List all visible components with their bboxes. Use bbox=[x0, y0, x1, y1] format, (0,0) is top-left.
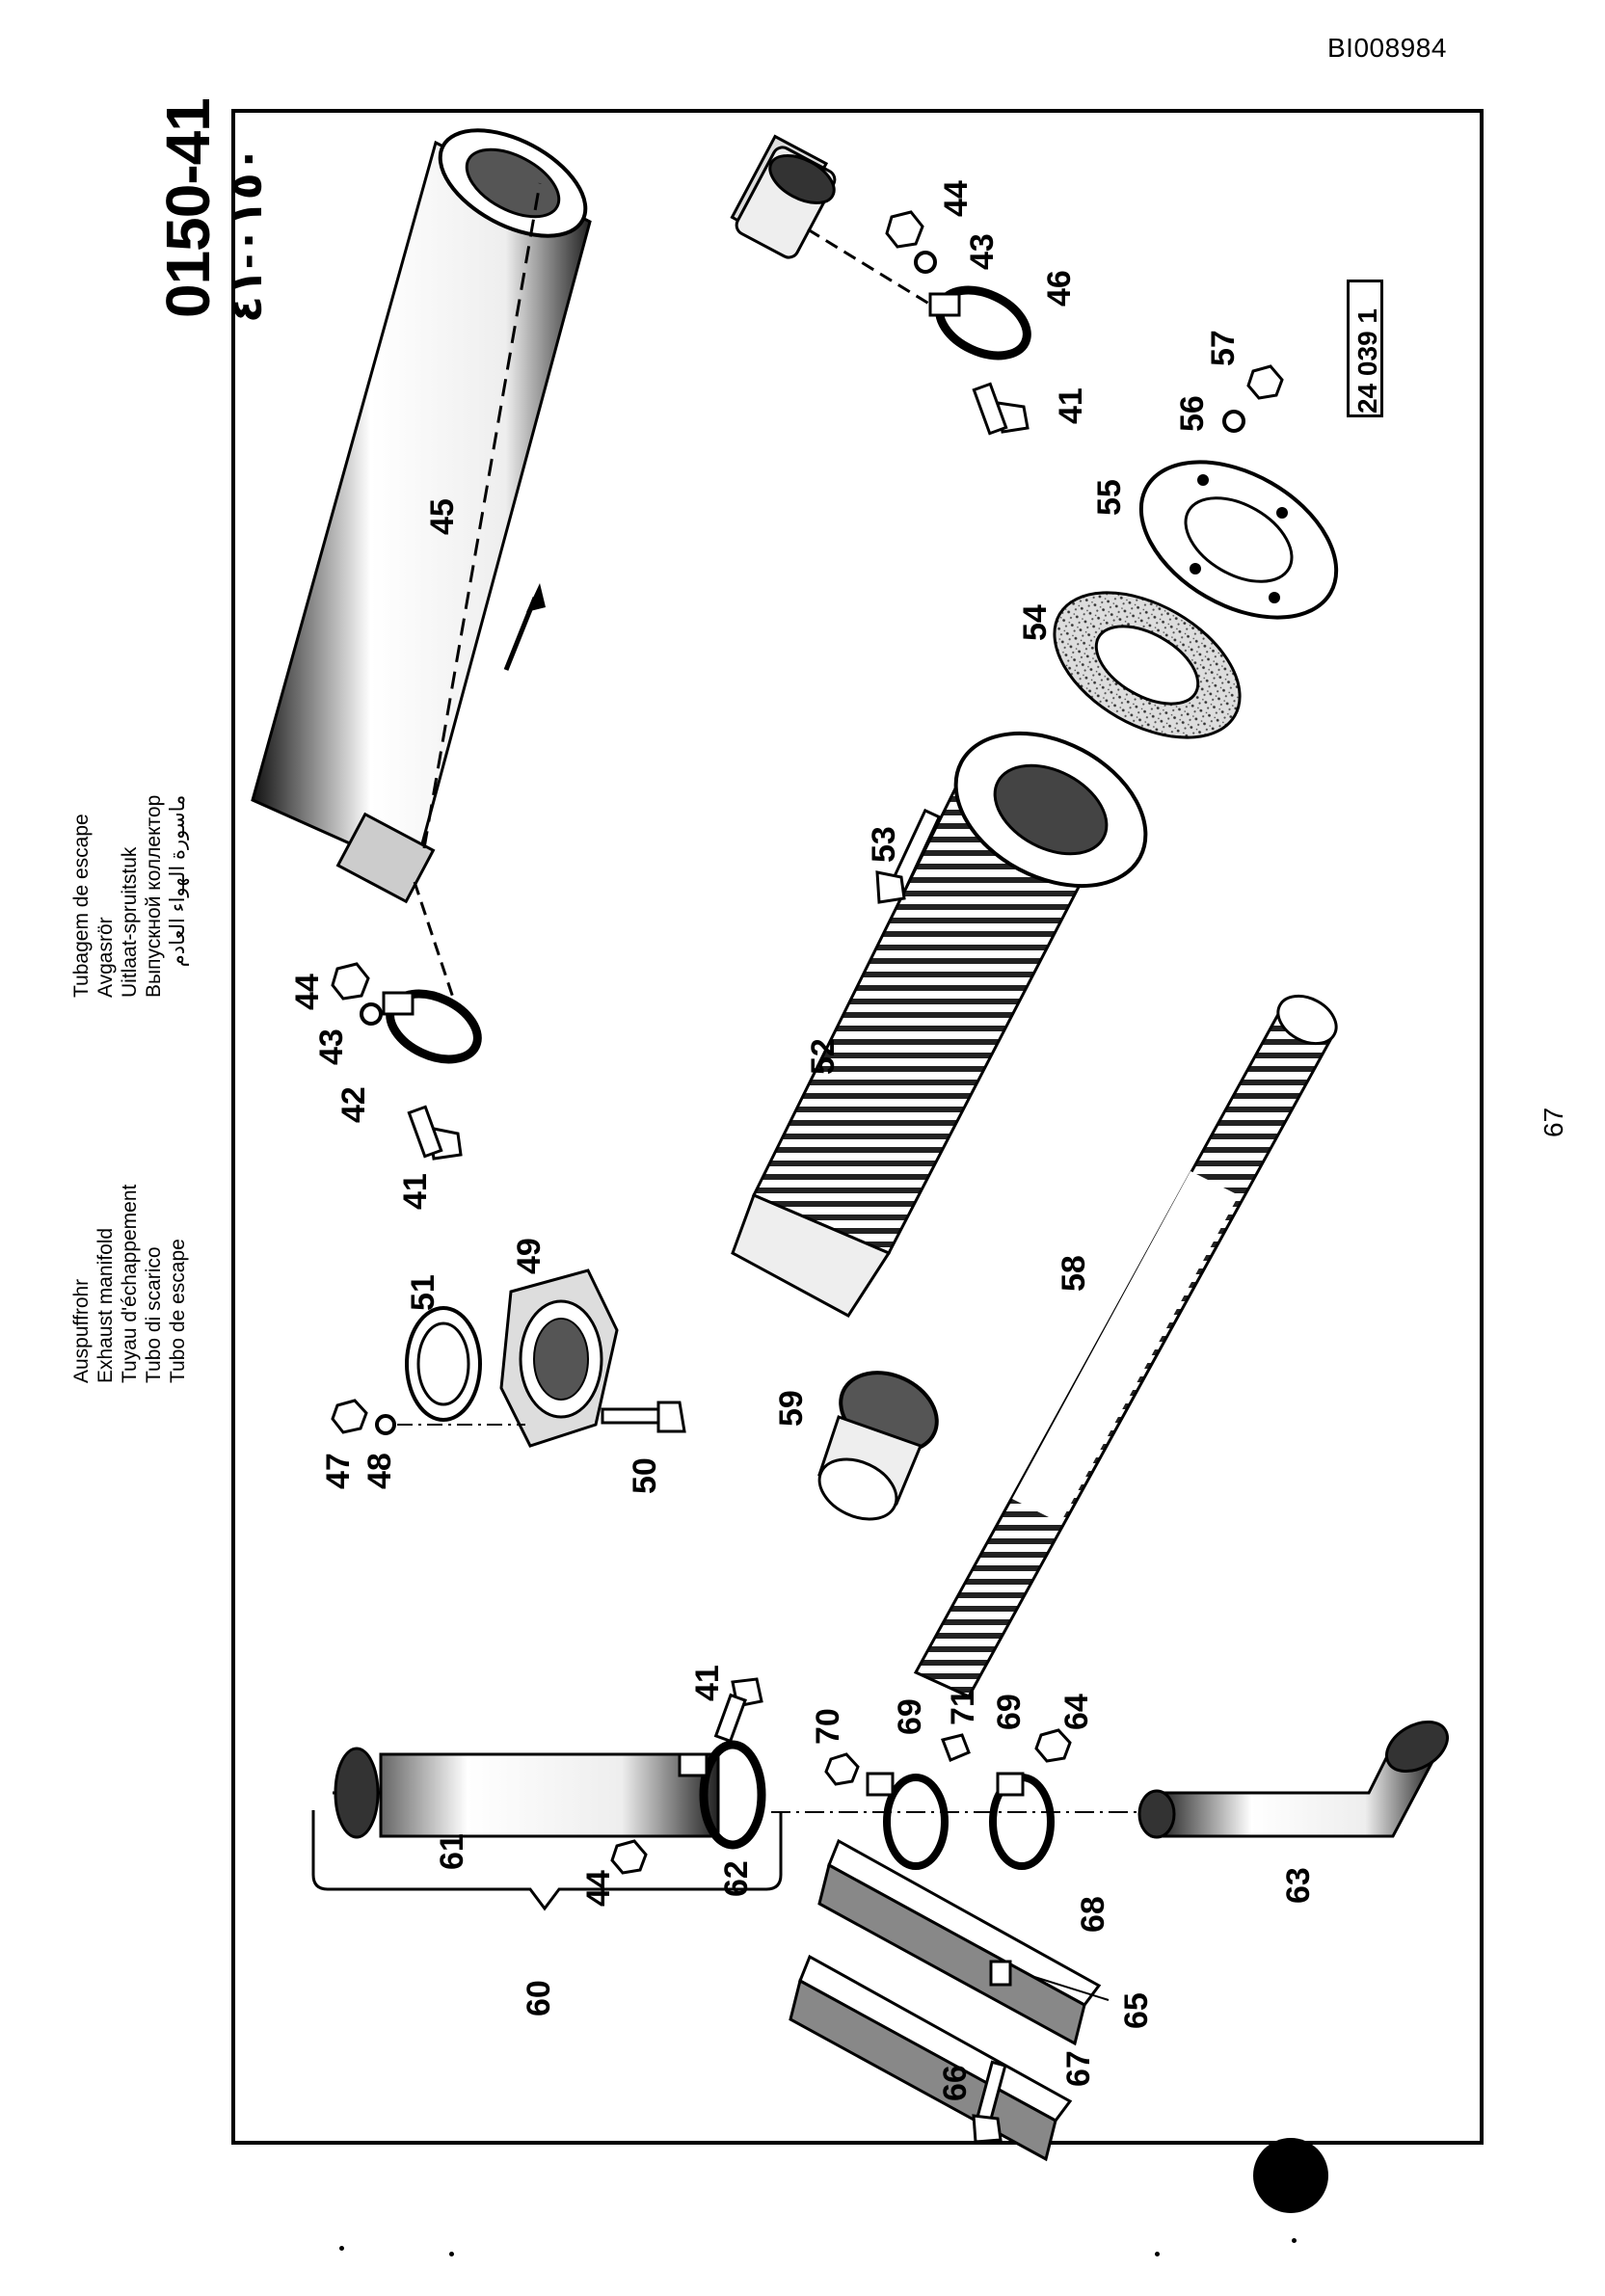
callout-45: 45 bbox=[424, 498, 461, 535]
callout-55: 55 bbox=[1091, 479, 1128, 516]
scan-speck bbox=[339, 2246, 344, 2251]
callout-67: 67 bbox=[1060, 2050, 1097, 2087]
callout-69: 69 bbox=[892, 1698, 928, 1735]
callout-59: 59 bbox=[773, 1390, 810, 1427]
diagram-frame bbox=[231, 109, 1484, 2145]
nut-47 bbox=[331, 1399, 368, 1434]
punch-hole bbox=[1253, 2138, 1328, 2213]
scan-speck bbox=[449, 2252, 454, 2256]
callout-43: 43 bbox=[313, 1028, 350, 1065]
nut-64 bbox=[1034, 1728, 1072, 1763]
washer-43 bbox=[360, 1002, 383, 1026]
callout-69: 69 bbox=[991, 1694, 1028, 1730]
flex-pipe-52 bbox=[731, 731, 1148, 1318]
sleeve-59 bbox=[817, 1371, 939, 1521]
bracket-69 bbox=[989, 1772, 1055, 1870]
leader-line bbox=[1030, 1975, 1110, 2001]
screw-66 bbox=[972, 2060, 1007, 2144]
tailpipe-stub bbox=[735, 146, 837, 259]
nut-44 bbox=[610, 1839, 648, 1875]
callout-54: 54 bbox=[1017, 604, 1054, 641]
callout-65: 65 bbox=[1118, 1992, 1155, 2029]
nut-44 bbox=[885, 210, 924, 249]
callout-41: 41 bbox=[1053, 387, 1089, 424]
callout-58: 58 bbox=[1056, 1255, 1092, 1292]
callout-61: 61 bbox=[434, 1833, 470, 1870]
callout-44: 44 bbox=[938, 180, 975, 217]
callout-68: 68 bbox=[1075, 1896, 1111, 1933]
scan-speck bbox=[1292, 2238, 1297, 2243]
nut-57 bbox=[1246, 364, 1284, 400]
bolt-41 bbox=[972, 382, 1030, 436]
flex-hose-58 bbox=[913, 994, 1338, 1698]
gasket-54 bbox=[1053, 591, 1242, 739]
callout-53: 53 bbox=[866, 826, 902, 863]
flange-plate-55 bbox=[1138, 460, 1339, 620]
callout-41: 41 bbox=[397, 1173, 434, 1210]
tail-pipe-63 bbox=[1137, 1720, 1449, 1839]
callout-43: 43 bbox=[964, 233, 1001, 270]
assembly-bracket-60 bbox=[311, 1810, 783, 1911]
pipe-61 bbox=[333, 1747, 720, 1839]
callout-49: 49 bbox=[511, 1238, 548, 1274]
callout-47: 47 bbox=[320, 1453, 357, 1489]
callout-50: 50 bbox=[627, 1457, 663, 1494]
clamp-42 bbox=[382, 989, 482, 1064]
reference-box: 24 039 1 bbox=[1347, 280, 1383, 417]
nut-70 bbox=[824, 1752, 860, 1786]
callout-41: 41 bbox=[689, 1665, 726, 1701]
callout-56: 56 bbox=[1174, 395, 1211, 432]
callout-51: 51 bbox=[405, 1274, 441, 1311]
heat-shield-68 bbox=[817, 1838, 1102, 2046]
callout-44: 44 bbox=[580, 1870, 617, 1907]
callout-48: 48 bbox=[361, 1453, 398, 1489]
manifold-flange-49 bbox=[499, 1268, 619, 1448]
bolt-41 bbox=[713, 1677, 763, 1744]
nut-44 bbox=[331, 962, 370, 1001]
washer-43 bbox=[914, 251, 937, 274]
callout-44: 44 bbox=[289, 974, 326, 1010]
washer-56 bbox=[1222, 410, 1245, 433]
leader-line bbox=[413, 881, 455, 999]
bolt-53 bbox=[875, 808, 942, 904]
callout-64: 64 bbox=[1058, 1694, 1095, 1730]
callout-60: 60 bbox=[521, 1980, 557, 2016]
clamp-46 bbox=[928, 285, 1031, 360]
bolt-71 bbox=[940, 1733, 971, 1762]
leader-line bbox=[807, 227, 946, 315]
callout-63: 63 bbox=[1280, 1867, 1317, 1904]
stud-50 bbox=[601, 1401, 686, 1433]
callout-71: 71 bbox=[945, 1689, 981, 1725]
bracket-69 bbox=[866, 1772, 949, 1870]
callout-70: 70 bbox=[810, 1708, 846, 1745]
callout-46: 46 bbox=[1041, 270, 1078, 307]
sealing-ring-51 bbox=[405, 1306, 482, 1422]
washer-48 bbox=[375, 1414, 396, 1435]
callout-57: 57 bbox=[1205, 330, 1242, 366]
scan-speck bbox=[1155, 2252, 1160, 2256]
bolt-41 bbox=[407, 1105, 463, 1161]
clip-65 bbox=[989, 1960, 1012, 1987]
clamp-62 bbox=[678, 1740, 766, 1850]
callout-62: 62 bbox=[718, 1860, 755, 1897]
document-id: BI008984 bbox=[1327, 33, 1447, 63]
callout-66: 66 bbox=[937, 2065, 974, 2101]
callout-42: 42 bbox=[335, 1086, 372, 1123]
callout-52: 52 bbox=[805, 1038, 842, 1075]
